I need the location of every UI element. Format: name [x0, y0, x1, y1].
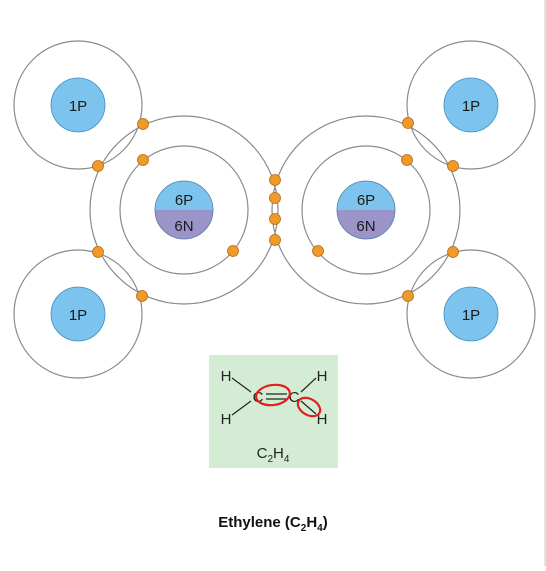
- carbon-proton-label: 6P: [175, 192, 193, 209]
- electrons: [92, 117, 459, 302]
- hydrogen-shell: [13, 249, 143, 379]
- hydrogen-shell: [406, 249, 536, 379]
- hydrogen-nucleus: [50, 286, 106, 342]
- carbon-atom-left: 6P 6N: [89, 115, 279, 305]
- single-bond: [300, 377, 317, 393]
- electron: [312, 245, 324, 257]
- hydrogen-atom-bottom-left: 1P: [13, 249, 143, 379]
- formula-box-background: [209, 355, 338, 468]
- atom-h-top-right: H: [317, 368, 328, 385]
- hydrogen-shell: [406, 40, 536, 170]
- electron: [137, 118, 149, 130]
- electron: [92, 160, 104, 172]
- carbon-outer-shell: [89, 115, 279, 305]
- annotation-circle-double-bond: [255, 383, 291, 407]
- electron: [402, 117, 414, 129]
- atom-h-top-left: H: [221, 368, 232, 385]
- shared-electron: [269, 192, 281, 204]
- electron: [447, 246, 459, 258]
- hydrogen-atom-top-left: 1P: [13, 40, 143, 170]
- atom-c-right: C: [289, 389, 300, 406]
- shared-electron: [269, 174, 281, 186]
- single-bond: [231, 377, 252, 393]
- carbon-inner-shell: [301, 145, 431, 275]
- single-bond: [231, 400, 252, 416]
- hydrogen-shell: [13, 40, 143, 170]
- hydrogen-proton-label: 1P: [69, 98, 87, 115]
- atom-h-bottom-right: H: [317, 411, 328, 428]
- hydrogen-nucleus: [50, 77, 106, 133]
- atom-h-bottom-left: H: [221, 411, 232, 428]
- single-bond: [300, 400, 317, 415]
- molecular-formula: C2H4: [257, 445, 290, 465]
- structural-formula-box: H H H H C C C2H4: [209, 355, 338, 468]
- electron: [401, 154, 413, 166]
- electron: [447, 160, 459, 172]
- hydrogen-proton-label: 1P: [69, 307, 87, 324]
- electron: [402, 290, 414, 302]
- electron: [227, 245, 239, 257]
- right-edge-strip: [544, 0, 546, 566]
- hydrogen-nucleus: [443, 286, 499, 342]
- electron: [137, 154, 149, 166]
- atom-c-left: C: [253, 389, 264, 406]
- carbon-outer-shell: [271, 115, 461, 305]
- annotation-circle-single-bond: [296, 396, 322, 418]
- hydrogen-nucleus: [443, 77, 499, 133]
- carbon-neutron-label: 6N: [356, 218, 375, 235]
- electron: [136, 290, 148, 302]
- hydrogen-atom-top-right: 1P: [406, 40, 536, 170]
- hydrogen-proton-label: 1P: [462, 98, 480, 115]
- shared-electron: [269, 213, 281, 225]
- hydrogen-atom-bottom-right: 1P: [406, 249, 536, 379]
- carbon-inner-shell: [119, 145, 249, 275]
- shared-electron: [269, 234, 281, 246]
- hydrogen-proton-label: 1P: [462, 307, 480, 324]
- carbon-neutron-label: 6N: [174, 218, 193, 235]
- carbon-proton-label: 6P: [357, 192, 375, 209]
- diagram-caption: Ethylene (C2H4): [218, 514, 327, 534]
- electron: [92, 246, 104, 258]
- carbon-atom-right: 6P 6N: [271, 115, 461, 305]
